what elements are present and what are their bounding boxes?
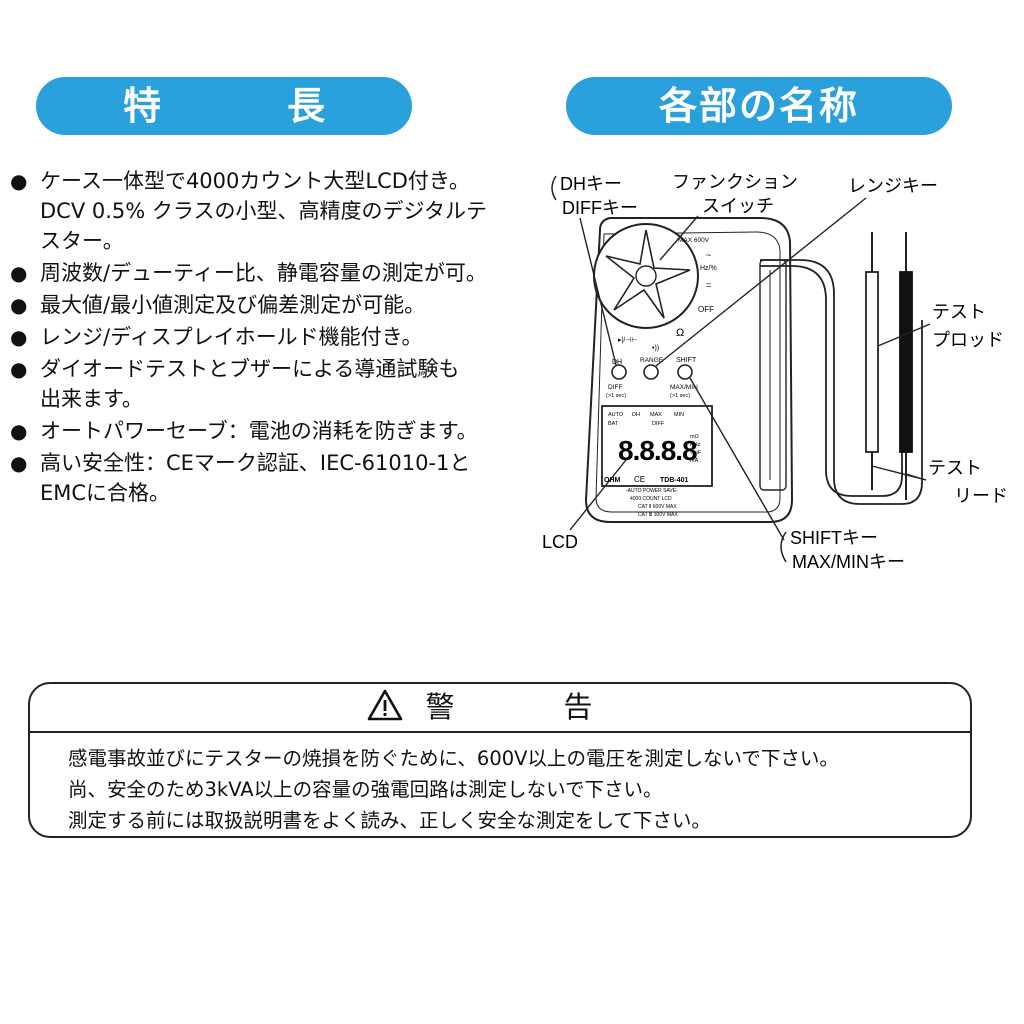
lcd-display: AUTO DH MAX MIN BAT DIFF 8.8.8.8 mΩ KHz …: [601, 405, 713, 487]
test-prod-label-2: プロッド: [932, 330, 1004, 350]
feature-item: 高い安全性：CEマーク認証、IEC-61010-1と EMCに合格。: [8, 448, 538, 508]
lcd-max: MAX: [650, 412, 662, 418]
brand-logo: OHM: [604, 477, 621, 484]
max-600v-label: MAX 600V: [678, 237, 710, 244]
feature-item: ダイオードテストとブザーによる導通試験も 出来ます。: [8, 354, 538, 414]
lcd-min: MIN: [674, 412, 684, 418]
warning-line: 感電事故並びにテスターの焼損を防ぐために、600V以上の電圧を測定しないで下さい…: [68, 747, 839, 770]
range-text: RANGE: [640, 357, 664, 364]
feature-item: 周波数/デューティー比、静電容量の測定が可。: [8, 258, 538, 288]
maxmin-key-label: MAX/MINキー: [792, 552, 905, 572]
lcd-units: KHz: [690, 442, 701, 448]
lcd-digits: 8.8.8.8: [618, 435, 697, 466]
test-leads: [760, 259, 923, 505]
feature-text: 最大値/最小値測定及び偏差測定が可能。: [40, 293, 426, 317]
function-switch-dial: [593, 223, 699, 329]
cat3-text: CAT Ⅲ 300V MAX: [638, 512, 678, 518]
warning-header: 警 告: [30, 684, 970, 733]
features-header: 特 長: [36, 77, 412, 135]
lcd-units: mA: [690, 458, 699, 464]
function-switch-label-2: スイッチ: [702, 196, 774, 216]
diff-text: DIFF: [608, 384, 622, 391]
feature-text: レンジ/ディスプレイホールド機能付き。: [40, 325, 423, 349]
feature-text: DCV 0.5% クラスの小型、高精度のデジタルテ: [40, 199, 488, 223]
warning-line: 尚、安全のため3kVA以上の容量の強電回路は測定しないで下さい。: [68, 778, 663, 801]
feature-item: 最大値/最小値測定及び偏差測定が可能。: [8, 290, 538, 320]
lcd-units: mΩ: [690, 434, 699, 440]
dh-text: DH: [612, 359, 622, 366]
lcd-dh: DH: [632, 412, 640, 418]
feature-text: ダイオードテストとブザーによる導通試験も: [40, 357, 460, 381]
ce-mark: CE: [634, 475, 645, 484]
test-lead-label-2: リード: [954, 486, 1008, 506]
lcd-label: LCD: [542, 532, 578, 552]
function-switch-label-1: ファンクション: [672, 172, 798, 192]
feature-text: 高い安全性：CEマーク認証、IEC-61010-1と: [40, 451, 471, 475]
range-button: [643, 364, 659, 380]
auto-power-save-text: -AUTO POWER SAVE-: [626, 488, 678, 494]
maxmin-text: MAX/MIN: [670, 384, 698, 391]
dcv-symbol: =: [706, 280, 711, 290]
feature-item: オートパワーセーブ：電池の消耗を防ぎます。: [8, 416, 538, 446]
cat2-text: CAT Ⅱ 600V MAX: [638, 504, 677, 510]
test-prod-label-1: テスト: [932, 302, 986, 322]
callout-bracket: [780, 531, 787, 563]
feature-item: ケース一体型で4000カウント大型LCD付き。 DCV 0.5% クラスの小型、…: [8, 166, 538, 256]
hz-label: Hz/%: [700, 265, 717, 272]
test-prods: [865, 232, 913, 500]
ohm-label: Ω: [676, 327, 684, 339]
shift-button: [677, 364, 693, 380]
acv-symbol: ~: [706, 250, 711, 260]
callout-bracket: [551, 175, 557, 201]
lcd-auto: AUTO: [608, 412, 624, 418]
count-lcd-text: 4000 COUNT LCD: [630, 496, 672, 502]
multimeter-diagram: MAX 600V ~ Hz/% = OFF Ω ▸|/⊣⊢ •)) DH RAN…: [542, 172, 1008, 572]
warning-box: 警 告 感電事故並びにテスターの焼損を防ぐために、600V以上の電圧を測定しない…: [28, 682, 972, 838]
shift-key-label: SHIFTキー: [790, 528, 878, 548]
dh-key-label: DHキー: [560, 174, 622, 194]
shift-text: SHIFT: [676, 357, 697, 364]
range-key-label: レンジキー: [848, 176, 938, 196]
model-number: TDB-401: [660, 477, 689, 484]
diff-sub-text: (>1 sec): [606, 393, 626, 399]
dh-button: [611, 364, 627, 380]
maxmin-sub-text: (>1 sec): [670, 393, 690, 399]
leader-lines: [569, 197, 931, 541]
feature-item: レンジ/ディスプレイホールド機能付き。: [8, 322, 538, 352]
parts-names-header: 各部の名称: [566, 77, 952, 135]
off-label: OFF: [698, 305, 714, 314]
lcd-diff: DIFF: [652, 421, 665, 427]
feature-text: スター。: [40, 229, 124, 253]
warning-triangle-icon: [368, 689, 403, 721]
feature-text: EMCに合格。: [40, 481, 171, 505]
diff-key-label: DIFFキー: [562, 198, 638, 218]
test-lead-label-1: テスト: [928, 458, 982, 478]
diode-cap-label: ▸|/⊣⊢: [618, 337, 637, 344]
warning-body: 感電事故並びにテスターの焼損を防ぐために、600V以上の電圧を測定しないで下さい…: [30, 733, 970, 836]
features-list: ケース一体型で4000カウント大型LCD付き。 DCV 0.5% クラスの小型、…: [8, 166, 538, 510]
feature-text: オートパワーセーブ：電池の消耗を防ぎます。: [40, 419, 478, 443]
lcd-bat: BAT: [608, 421, 619, 427]
warning-line: 測定する前には取扱説明書をよく読み、正しく安全な測定をして下さい。: [68, 809, 711, 832]
warning-title: 警 告: [425, 690, 633, 724]
feature-text: ケース一体型で4000カウント大型LCD付き。: [40, 169, 470, 193]
feature-text: 周波数/デューティー比、静電容量の測定が可。: [40, 261, 487, 285]
feature-text: 出来ます。: [40, 387, 143, 411]
buzzer-label: •)): [652, 345, 659, 352]
lcd-units: %nF: [690, 450, 702, 456]
